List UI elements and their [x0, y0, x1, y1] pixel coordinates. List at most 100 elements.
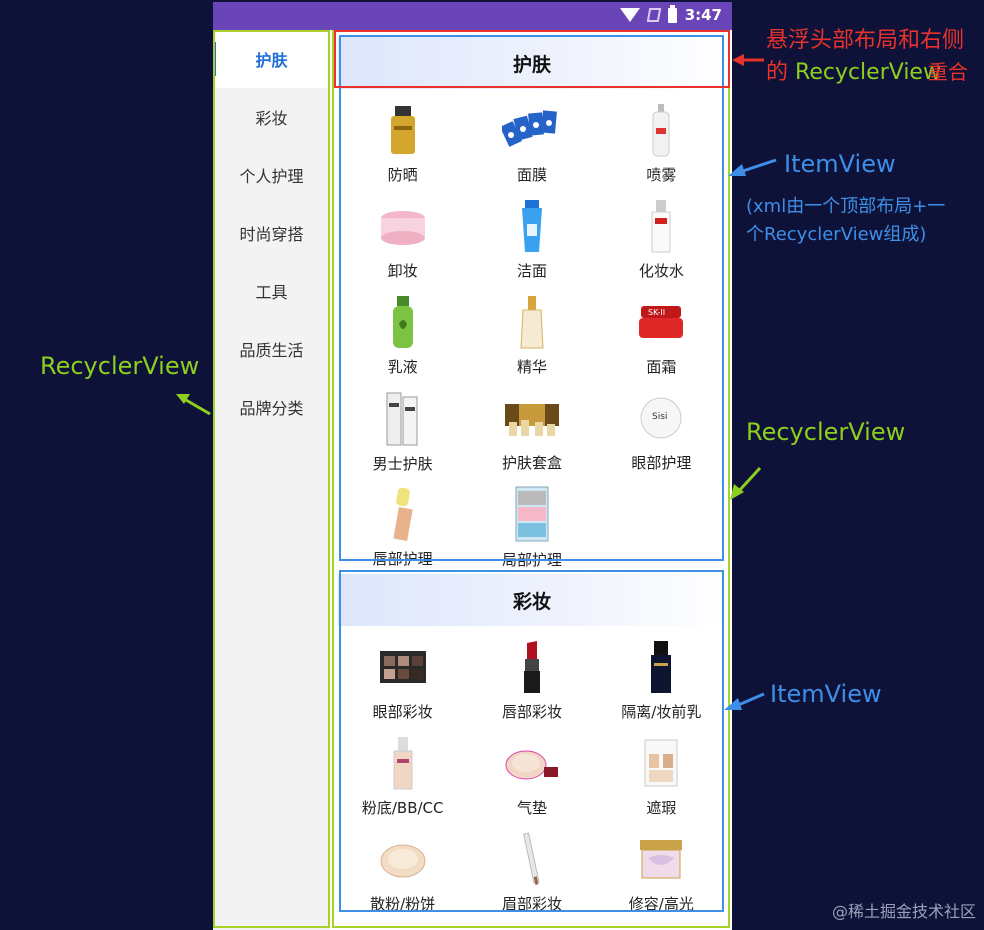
grid-item-label: 防晒 — [387, 166, 418, 184]
cleanser-icon — [502, 197, 562, 254]
sidebar-item-label: 工具 — [255, 283, 288, 302]
grid-item-label: 粉底/BB/CC — [361, 799, 444, 817]
sidebar-item-label: 品牌分类 — [239, 399, 304, 418]
phone-screen: 3:47 护肤 彩妆 个人护理 时尚穿搭 工具 品质生活 品牌分类 护肤 防晒 … — [213, 2, 732, 930]
grid-item-label: 眼部护理 — [631, 454, 692, 472]
no-signal-icon — [646, 8, 661, 22]
cream-icon: SK-II — [631, 293, 691, 350]
svg-text:Sisi: Sisi — [652, 412, 667, 422]
grid-item-label: 眉部彩妆 — [501, 895, 562, 913]
product-recyclerview[interactable]: 护肤 防晒 面膜 喷雾 卸妆 — [338, 30, 732, 930]
grid-item[interactable]: 男士护肤 — [338, 377, 467, 473]
grid-item[interactable]: 散粉/粉饼 — [338, 818, 467, 914]
section-makeup: 彩妆 眼部彩妆 唇部彩妆 隔离/妆前乳 粉底/BB/CC — [338, 574, 726, 930]
annotation-floating-header-line2: 的 RecyclerView — [766, 60, 941, 85]
grid-item[interactable]: 遮瑕 — [597, 722, 726, 818]
grid-item-label: 气垫 — [516, 799, 547, 817]
annotation-recyclerview-left: RecyclerView — [40, 352, 200, 380]
spray-icon — [631, 101, 691, 158]
grid-item-label: 洁面 — [516, 262, 547, 280]
sidebar-item-label: 个人护理 — [239, 167, 304, 186]
brow-pencil-icon — [502, 830, 562, 887]
grid-item[interactable]: 精华 — [467, 281, 596, 377]
wifi-icon — [619, 8, 640, 22]
sidebar-item-makeup[interactable]: 彩妆 — [213, 88, 330, 146]
grid-item-label: 护肤套盒 — [501, 454, 562, 472]
grid-item-label: 遮瑕 — [646, 799, 677, 817]
grid-item-label: 隔离/妆前乳 — [621, 703, 702, 721]
toner-icon — [631, 197, 691, 254]
grid-item[interactable]: 局部护理 — [467, 473, 596, 569]
sidebar-item-tools[interactable]: 工具 — [213, 262, 330, 320]
cushion-icon — [502, 734, 562, 791]
eyeshadow-icon — [373, 638, 433, 695]
sidebar-item-fashion[interactable]: 时尚穿搭 — [213, 204, 330, 262]
grid-item[interactable]: 乳液 — [338, 281, 467, 377]
watermark: @稀土掘金技术社区 — [831, 902, 976, 921]
product-grid: 防晒 面膜 喷雾 卸妆 洁面 — [338, 89, 726, 569]
category-sidebar[interactable]: 护肤 彩妆 个人护理 时尚穿搭 工具 品质生活 品牌分类 — [213, 30, 330, 930]
status-time: 3:47 — [684, 6, 722, 24]
grid-item[interactable]: 卸妆 — [338, 185, 467, 281]
spot-care-icon — [502, 485, 562, 543]
annotation-itemview-desc-line2: 个RecyclerView组成) — [746, 224, 927, 245]
sidebar-item-brands[interactable]: 品牌分类 — [213, 378, 330, 436]
grid-item[interactable]: 面膜 — [467, 89, 596, 185]
sidebar-item-label: 彩妆 — [255, 109, 288, 128]
annotation-itemview-2: ItemView — [770, 680, 882, 708]
grid-item[interactable]: Sisi 眼部护理 — [597, 377, 726, 473]
annotation-recyclerview-right: RecyclerView — [746, 418, 906, 446]
sidebar-item-label: 时尚穿搭 — [239, 225, 304, 244]
grid-item-label: 唇部彩妆 — [501, 703, 562, 721]
grid-item[interactable]: 洁面 — [467, 185, 596, 281]
section-header: 彩妆 — [338, 574, 726, 626]
grid-item-label: 修容/高光 — [628, 895, 694, 913]
grid-item-label: 卸妆 — [387, 262, 418, 280]
annotation-floating-header-line1: 悬浮头部布局和右侧 — [766, 28, 965, 53]
grid-item-label: 面霜 — [646, 358, 677, 376]
skincare-set-icon — [502, 389, 562, 446]
essence-icon — [502, 293, 562, 350]
mens-skincare-icon — [373, 389, 433, 447]
grid-item[interactable]: 粉底/BB/CC — [338, 722, 467, 818]
grid-item-label: 局部护理 — [501, 551, 562, 569]
sidebar-item-skincare[interactable]: 护肤 — [213, 30, 330, 88]
grid-item-label: 乳液 — [387, 358, 418, 376]
grid-item-label: 精华 — [516, 358, 547, 376]
foundation-icon — [373, 734, 433, 791]
eye-care-icon: Sisi — [631, 389, 691, 446]
grid-item-label: 唇部护理 — [372, 550, 433, 568]
lotion-icon — [373, 293, 433, 350]
grid-item[interactable]: 化妆水 — [597, 185, 726, 281]
grid-item[interactable]: 隔离/妆前乳 — [597, 626, 726, 722]
primer-icon — [631, 638, 691, 695]
svg-text:SK-II: SK-II — [648, 308, 665, 317]
annotation-itemview-1: ItemView — [784, 150, 896, 178]
product-grid: 眼部彩妆 唇部彩妆 隔离/妆前乳 粉底/BB/CC 气垫 — [338, 626, 726, 914]
grid-item[interactable]: 防晒 — [338, 89, 467, 185]
sidebar-item-label: 护肤 — [255, 51, 288, 70]
green-arrow-icon — [176, 394, 211, 416]
highlighter-icon — [631, 830, 691, 887]
grid-item-label: 面膜 — [516, 166, 547, 184]
sidebar-item-label: 品质生活 — [239, 341, 304, 360]
powder-icon — [373, 830, 433, 887]
grid-item[interactable]: 护肤套盒 — [467, 377, 596, 473]
grid-item-label: 眼部彩妆 — [372, 703, 433, 721]
grid-item[interactable]: 眉部彩妆 — [467, 818, 596, 914]
section-title: 彩妆 — [512, 590, 551, 613]
grid-item[interactable]: SK-II 面霜 — [597, 281, 726, 377]
section-header: 护肤 — [338, 37, 726, 89]
sidebar-item-lifestyle[interactable]: 品质生活 — [213, 320, 330, 378]
grid-item[interactable]: 气垫 — [467, 722, 596, 818]
grid-item[interactable]: 喷雾 — [597, 89, 726, 185]
grid-item-label: 男士护肤 — [372, 455, 433, 473]
green-arrow-icon — [730, 466, 762, 500]
grid-item[interactable]: 修容/高光 — [597, 818, 726, 914]
lip-care-icon — [373, 485, 433, 542]
sidebar-item-personal-care[interactable]: 个人护理 — [213, 146, 330, 204]
face-mask-icon — [501, 101, 562, 158]
grid-item[interactable]: 眼部彩妆 — [338, 626, 467, 722]
grid-item[interactable]: 唇部彩妆 — [467, 626, 596, 722]
grid-item[interactable]: 唇部护理 — [338, 473, 467, 569]
